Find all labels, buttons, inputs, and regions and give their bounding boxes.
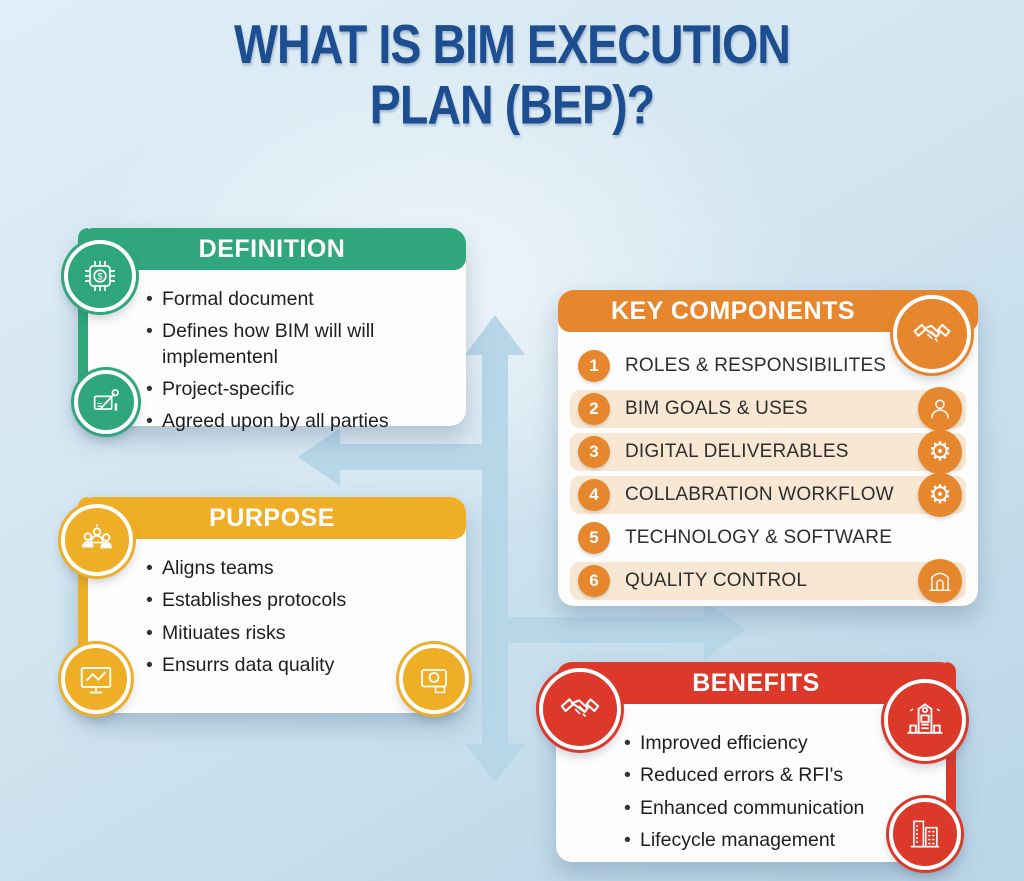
purpose-accent-bar (78, 497, 88, 713)
component-row: 5 TECHNOLOGY & SOFTWARE (570, 519, 966, 557)
monitor-chart-icon (61, 644, 131, 714)
bullet-item: Formal document (144, 287, 450, 313)
arrowhead-left-icon (298, 428, 340, 486)
page-title: WHAT IS BIM EXECUTION PLAN (BEP)? (26, 14, 999, 137)
definition-accent-bar (78, 228, 88, 426)
purpose-bullet-list: Aligns teams Establishes protocols Mitiu… (78, 539, 466, 693)
purpose-header: PURPOSE (78, 497, 466, 539)
handshake-icon (893, 295, 971, 373)
definition-header: DEFINITION (78, 228, 466, 270)
bullet-item: Lifecycle management (622, 828, 940, 854)
benefits-card: BENEFITS Improved efficiency Reduced err… (556, 662, 956, 862)
arrowhead-up-icon (465, 315, 525, 355)
number-badge: 2 (578, 393, 610, 425)
bullet-item: Aligns teams (144, 556, 450, 582)
bullet-item: Reduced errors & RFI's (622, 763, 940, 789)
benefits-bullet-list: Improved efficiency Reduced errors & RFI… (556, 704, 956, 868)
bullet-item: Defines how BIM will will implementenl (144, 319, 450, 370)
contract-signature-icon (74, 370, 138, 434)
bullet-item: Project-specific (144, 377, 450, 403)
number-badge: 5 (578, 522, 610, 554)
number-badge: 6 (578, 565, 610, 597)
component-row: 1 ROLES & RESPONSIBILITES (570, 347, 966, 385)
component-label: ROLES & RESPONSIBILITES (625, 355, 887, 376)
number-badge: 4 (578, 479, 610, 511)
campus-building-icon (884, 679, 966, 761)
component-row: 6 QUALITY CONTROL (570, 559, 966, 603)
definition-card: DEFINITION Formal document Defines how B… (78, 228, 466, 435)
component-row: 3 DIGITAL DELIVERABLES ⚙ (570, 430, 966, 474)
number-badge: 1 (578, 350, 610, 382)
benefits-accent-bar (946, 662, 956, 862)
component-label: TECHNOLOGY & SOFTWARE (625, 527, 893, 548)
office-buildings-icon (889, 798, 961, 870)
gear-icon: ⚙ (918, 430, 962, 474)
component-label: BIM GOALS & USES (625, 398, 808, 419)
bullet-item: Agreed upon by all parties (144, 409, 450, 435)
bullet-item: Mitiuates risks (144, 621, 450, 647)
handshake-icon (539, 668, 621, 750)
definition-bullet-list: Formal document Defines how BIM will wil… (78, 270, 466, 450)
team-icon (61, 504, 133, 576)
page-title-line2: PLAN (BEP)? (369, 75, 655, 136)
arch-building-icon (918, 559, 962, 603)
component-label: DIGITAL DELIVERABLES (625, 441, 849, 462)
component-label: COLLABRATION WORKFLOW (625, 484, 894, 505)
bullet-item: Ensurrs data quality (144, 653, 450, 679)
key-components-list: 1 ROLES & RESPONSIBILITES 2 BIM GOALS & … (558, 332, 978, 603)
component-label: QUALITY CONTROL (625, 570, 808, 591)
svg-text:$: $ (97, 271, 102, 281)
gear-icon: ⚙ (918, 473, 962, 517)
bullet-item: Establishes protocols (144, 588, 450, 614)
arrowhead-right-icon (704, 601, 746, 659)
component-row: 2 BIM GOALS & USES (570, 387, 966, 431)
camera-icon (399, 644, 469, 714)
page-title-line1: WHAT IS BIM EXECUTION (234, 14, 791, 76)
arrowhead-down-icon (465, 744, 525, 782)
gear-dollar-icon: $ (64, 240, 136, 312)
bullet-item: Enhanced communication (622, 796, 940, 822)
number-badge: 3 (578, 436, 610, 468)
bullet-item: Improved efficiency (622, 731, 940, 757)
person-icon (918, 387, 962, 431)
benefits-header: BENEFITS (556, 662, 956, 704)
component-row: 4 COLLABRATION WORKFLOW ⚙ (570, 473, 966, 517)
